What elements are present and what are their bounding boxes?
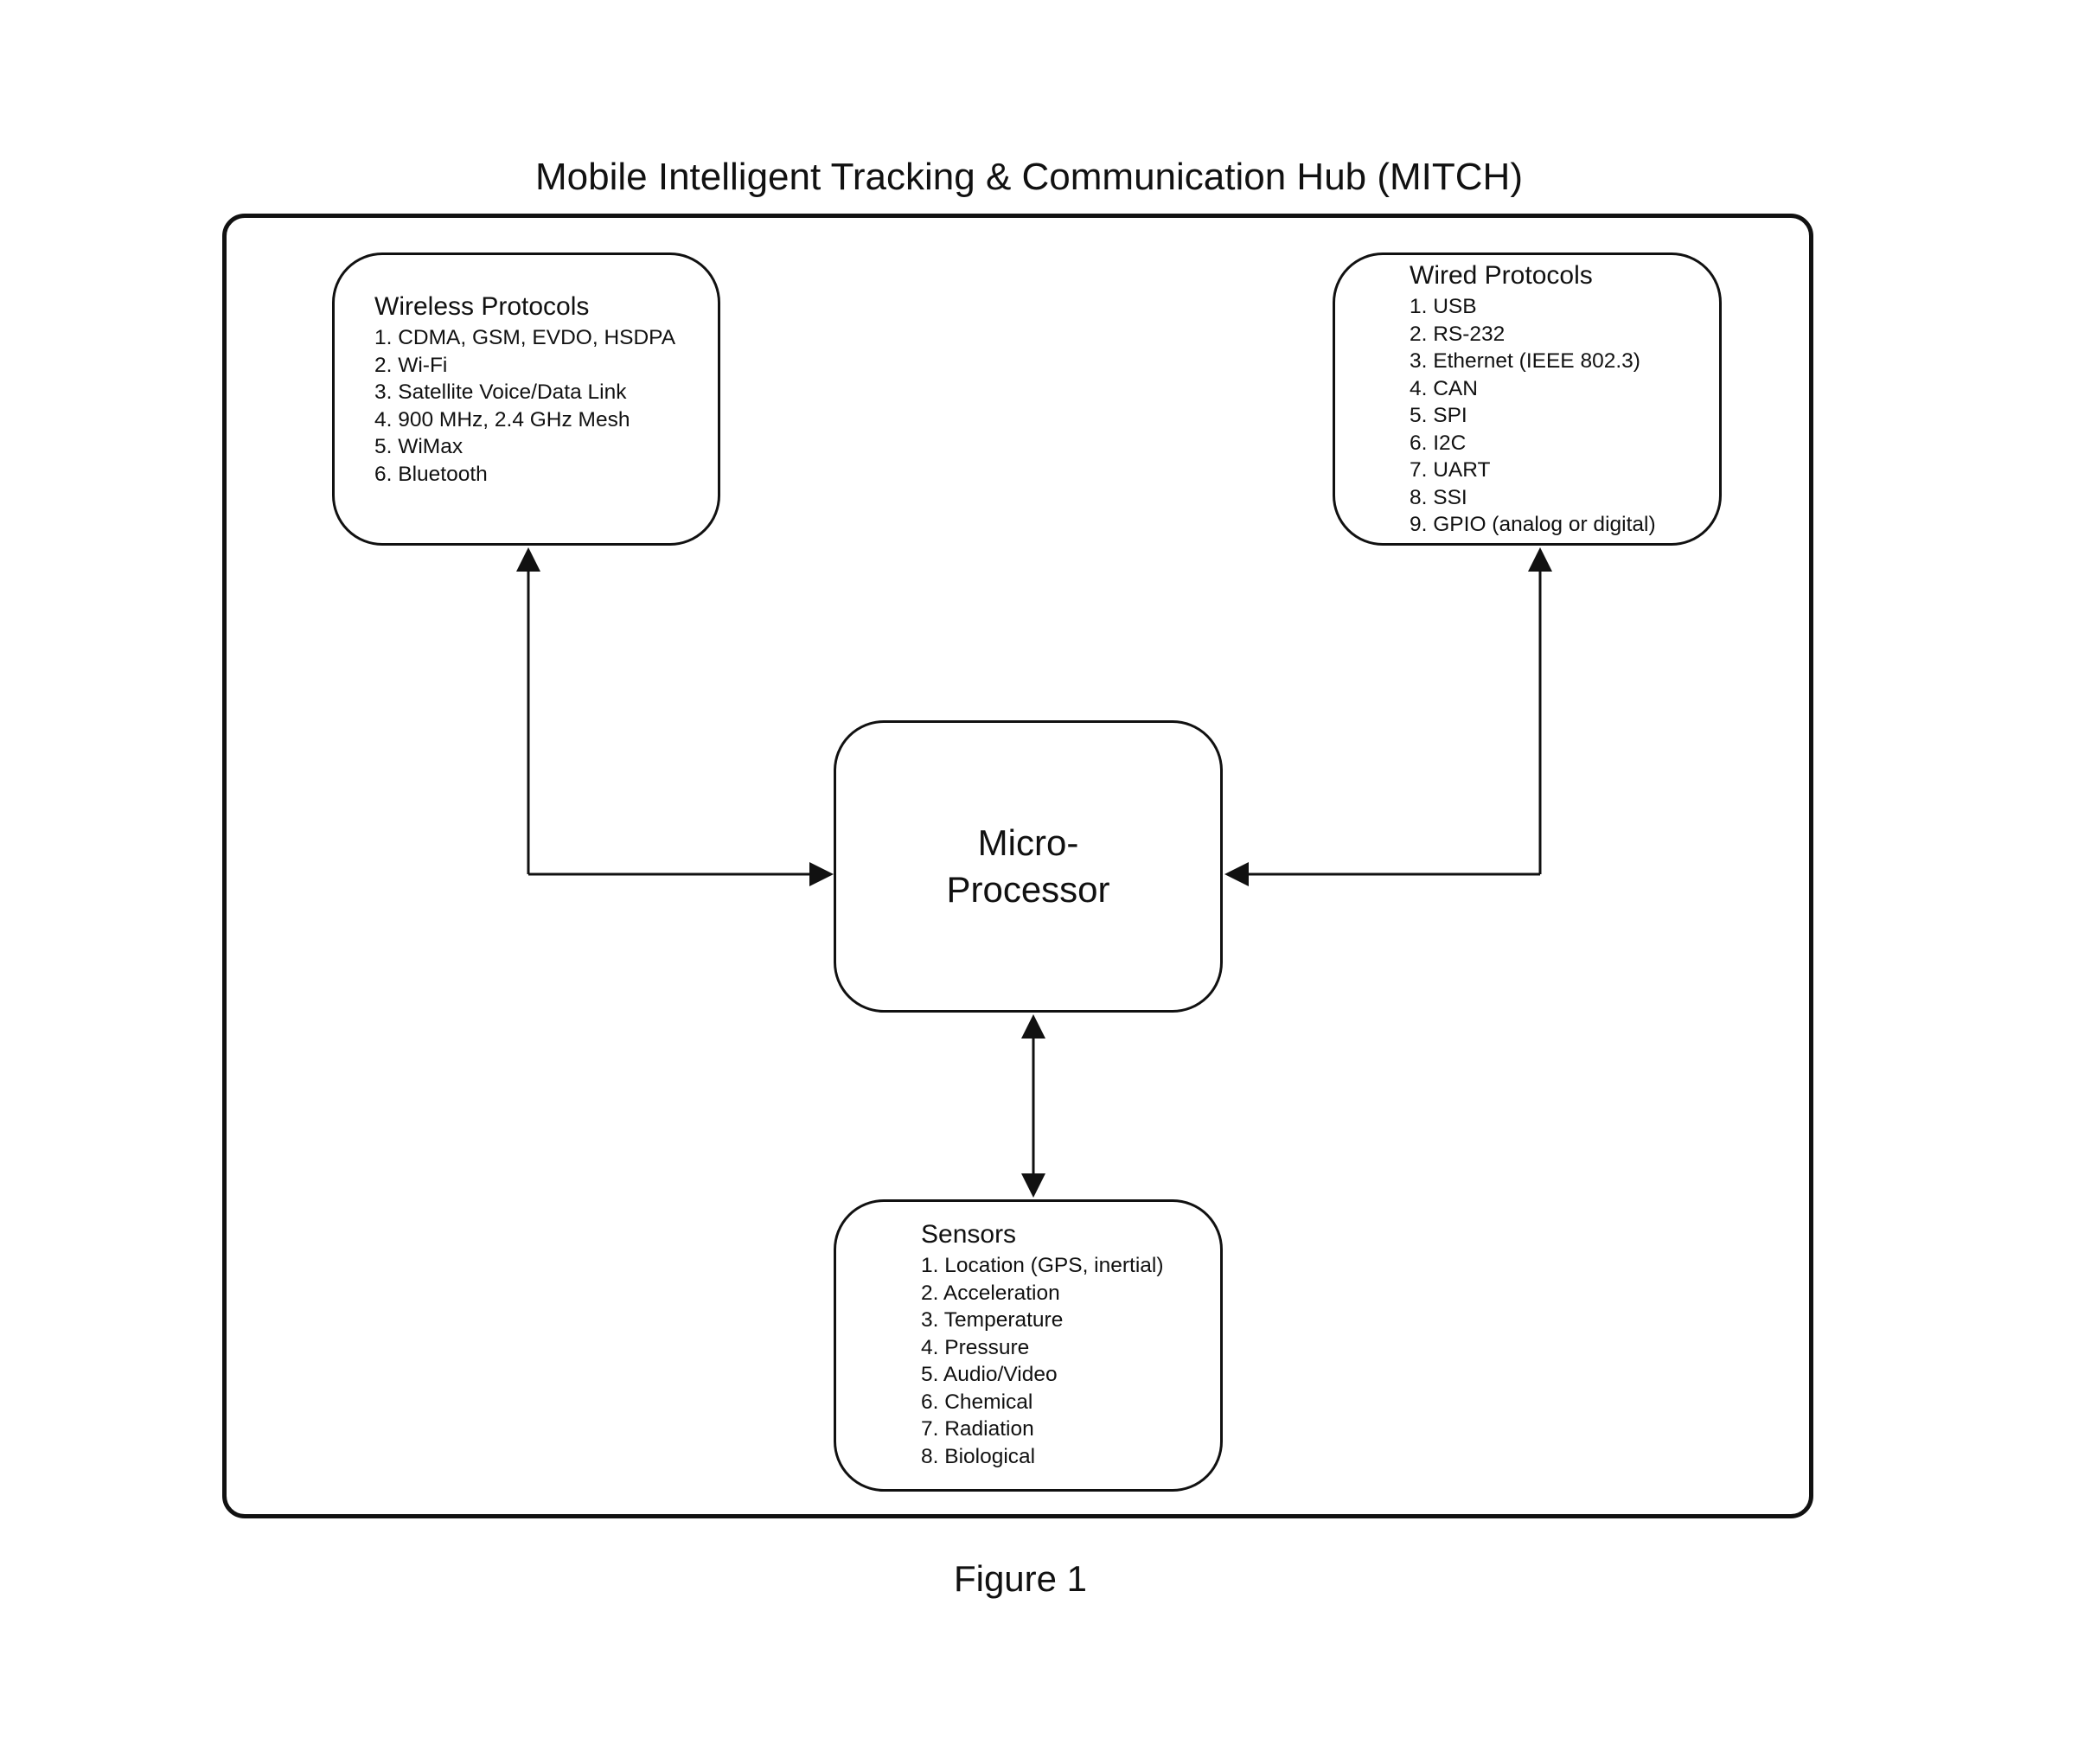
- wireless-protocols-title: Wireless Protocols: [374, 291, 718, 323]
- list-item: 2. Wi-Fi: [374, 352, 718, 380]
- list-item: 6. Bluetooth: [374, 461, 718, 489]
- wireless-protocols-box: Wireless Protocols 1. CDMA, GSM, EVDO, H…: [332, 252, 720, 546]
- list-item: 4. 900 MHz, 2.4 GHz Mesh: [374, 406, 718, 434]
- processor-sensors-connector: [1021, 1014, 1045, 1198]
- wired-protocols-title: Wired Protocols: [1410, 260, 1719, 291]
- list-item: 5. WiMax: [374, 433, 718, 461]
- sensors-box: Sensors 1. Location (GPS, inertial) 2. A…: [834, 1199, 1223, 1492]
- list-item: 3. Ethernet (IEEE 802.3): [1410, 348, 1719, 375]
- wired-processor-connector: [1224, 547, 1552, 886]
- microprocessor-label: Micro-Processor: [924, 820, 1132, 913]
- list-item: 2. Acceleration: [921, 1280, 1220, 1307]
- list-item: 9. GPIO (analog or digital): [1410, 511, 1719, 539]
- figure-caption: Figure 1: [0, 1556, 2041, 1601]
- arrowhead-up-wired: [1528, 547, 1552, 572]
- wireless-protocols-list: 1. CDMA, GSM, EVDO, HSDPA 2. Wi-Fi 3. Sa…: [374, 324, 718, 488]
- list-item: 6. I2C: [1410, 430, 1719, 457]
- arrowhead-left-processor: [1224, 862, 1249, 886]
- list-item: 1. USB: [1410, 293, 1719, 321]
- list-item: 3. Satellite Voice/Data Link: [374, 379, 718, 406]
- list-item: 6. Chemical: [921, 1389, 1220, 1416]
- arrowhead-up-processor: [1021, 1014, 1045, 1039]
- list-item: 7. Radiation: [921, 1416, 1220, 1443]
- list-item: 5. Audio/Video: [921, 1361, 1220, 1389]
- list-item: 1. CDMA, GSM, EVDO, HSDPA: [374, 324, 718, 352]
- list-item: 4. CAN: [1410, 375, 1719, 403]
- list-item: 3. Temperature: [921, 1307, 1220, 1334]
- arrowhead-down-sensors: [1021, 1173, 1045, 1198]
- wired-protocols-box: Wired Protocols 1. USB 2. RS-232 3. Ethe…: [1333, 252, 1722, 546]
- list-item: 8. Biological: [921, 1443, 1220, 1471]
- list-item: 4. Pressure: [921, 1334, 1220, 1362]
- arrowhead-right-processor: [809, 862, 834, 886]
- sensors-list: 1. Location (GPS, inertial) 2. Accelerat…: [921, 1252, 1220, 1470]
- wired-protocols-list: 1. USB 2. RS-232 3. Ethernet (IEEE 802.3…: [1410, 293, 1719, 539]
- list-item: 1. Location (GPS, inertial): [921, 1252, 1220, 1280]
- list-item: 5. SPI: [1410, 402, 1719, 430]
- arrowhead-up-wireless: [516, 547, 540, 572]
- microprocessor-box: Micro-Processor: [834, 720, 1223, 1013]
- list-item: 8. SSI: [1410, 484, 1719, 512]
- wireless-processor-connector: [516, 547, 834, 886]
- list-item: 7. UART: [1410, 457, 1719, 484]
- list-item: 2. RS-232: [1410, 321, 1719, 348]
- sensors-title: Sensors: [921, 1219, 1220, 1250]
